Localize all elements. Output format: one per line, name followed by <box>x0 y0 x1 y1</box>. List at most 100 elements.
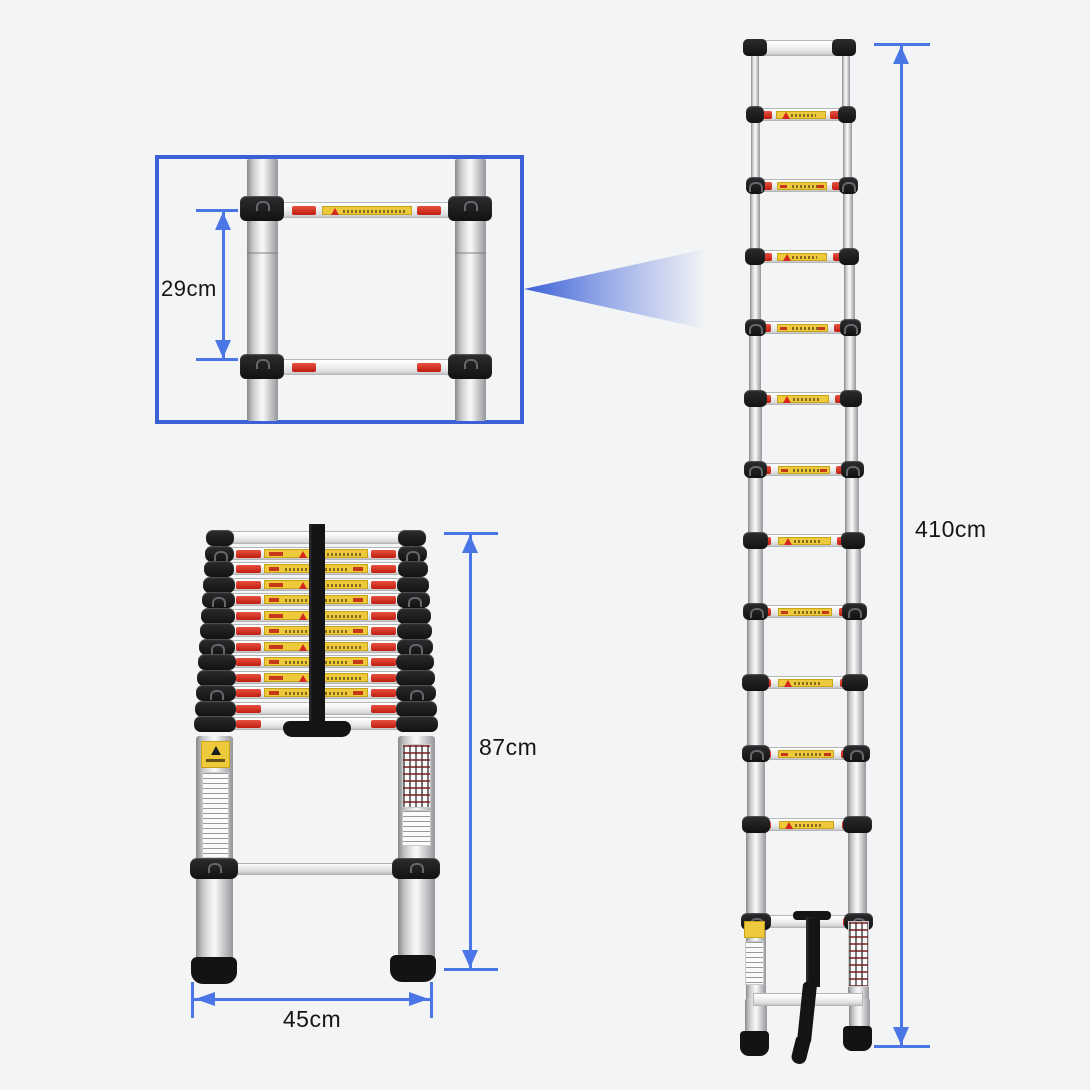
lock-clip <box>292 206 316 215</box>
label-microtext <box>311 583 363 587</box>
collar-lock-mark <box>850 750 865 760</box>
label-arrow-mark <box>781 753 789 756</box>
rail-segment <box>847 823 868 925</box>
collar-lock-mark <box>749 182 764 192</box>
lock-clip <box>236 720 261 728</box>
rung-warning-label <box>322 206 412 215</box>
lock-clip <box>236 565 261 573</box>
rail-collar <box>194 716 237 732</box>
warning-triangle-icon <box>782 254 791 261</box>
top-bar-cap <box>743 39 767 56</box>
arrow-left-icon <box>195 992 215 1006</box>
rail-segment <box>747 539 764 615</box>
label-arrow-mark <box>816 185 824 188</box>
rail-collar <box>840 461 864 478</box>
arrow-up-icon <box>893 46 909 64</box>
rail-segment <box>842 113 852 189</box>
label-microtext <box>343 210 405 213</box>
warning-triangle-icon <box>299 643 307 651</box>
lock-clip <box>830 111 844 119</box>
rail-joint-line <box>247 252 278 254</box>
collar-lock-mark <box>464 359 478 369</box>
rail-pictogram-label <box>848 921 869 987</box>
lock-clip <box>417 206 441 215</box>
rail-segment <box>751 45 759 118</box>
rail-collar <box>397 607 431 624</box>
lock-clip <box>758 182 772 190</box>
label-arrow-mark <box>353 691 363 695</box>
leg-cert-label <box>202 772 229 858</box>
lock-clip <box>831 182 845 190</box>
label-danger-mark <box>269 582 283 587</box>
label-arrow-mark <box>353 598 363 602</box>
label-arrow-mark <box>269 691 279 695</box>
collar-lock-mark <box>844 324 859 334</box>
rail-segment <box>845 539 861 615</box>
rail-collar <box>742 745 770 762</box>
label-arrow-mark <box>780 611 788 614</box>
lock-clip <box>236 689 261 697</box>
label-arrow-mark <box>269 660 279 664</box>
rail-collar <box>841 603 867 620</box>
rung-warning-label <box>778 821 835 829</box>
rung-warning-label <box>776 182 827 190</box>
rail-segment <box>746 752 765 828</box>
collar-lock-mark <box>749 750 764 760</box>
label-arrow-mark <box>269 598 279 602</box>
rung-warning-label <box>777 466 831 474</box>
lock-clip <box>236 549 261 558</box>
label-danger-mark <box>269 551 283 556</box>
rail-collar <box>396 638 433 655</box>
collar-lock-mark <box>848 608 863 618</box>
label-arrow-mark <box>269 629 279 633</box>
rail-segment <box>746 681 765 757</box>
collar-lock-mark <box>410 863 424 873</box>
rail-segment <box>748 468 763 544</box>
rail-collar <box>746 106 765 123</box>
rail-collar <box>196 685 236 701</box>
rail-collar <box>840 390 863 407</box>
dim-cap <box>196 209 238 212</box>
collar-lock-mark <box>256 201 270 211</box>
label-microtext <box>311 676 363 680</box>
rail-collar <box>448 354 492 379</box>
lock-clip <box>371 596 396 604</box>
lock-clip <box>236 580 261 589</box>
rail-collar <box>741 816 771 833</box>
warning-triangle-icon <box>784 822 793 829</box>
leg-warning-label <box>201 741 230 768</box>
rung-warning-label <box>777 395 830 403</box>
rung-spacing-label: 29cm <box>161 276 217 301</box>
rail-collar <box>395 716 438 732</box>
rung-warning-label <box>777 537 831 545</box>
rail-collar <box>205 545 235 562</box>
rail-collar <box>744 390 767 407</box>
rail-warning-label <box>744 921 765 938</box>
dim-cap <box>874 1045 930 1048</box>
extended-height-label: 410cm <box>915 516 987 542</box>
rubber-foot <box>390 955 436 982</box>
rung-warning-label <box>777 324 829 332</box>
dim-line <box>222 211 225 359</box>
rail-collar <box>395 700 437 717</box>
dim-tick <box>191 982 194 1018</box>
rail-collar <box>206 530 234 546</box>
label-arrow-mark <box>820 469 828 472</box>
collar-lock-mark <box>212 597 227 607</box>
rail-segment <box>748 397 762 473</box>
rail-collar <box>199 638 236 655</box>
rail-collar <box>745 177 765 194</box>
rung-warning-label <box>777 608 832 616</box>
dim-line <box>900 45 903 1046</box>
lock-clip <box>236 611 261 620</box>
rail-collar <box>838 177 858 194</box>
lock-clip <box>371 704 396 713</box>
collapsed-width-label: 45cm <box>282 1006 342 1032</box>
collar-lock-mark <box>749 608 764 618</box>
rail-segment <box>847 752 866 828</box>
rail-collar <box>743 461 768 478</box>
lock-clip <box>371 689 396 697</box>
collar-lock-mark <box>210 690 224 700</box>
